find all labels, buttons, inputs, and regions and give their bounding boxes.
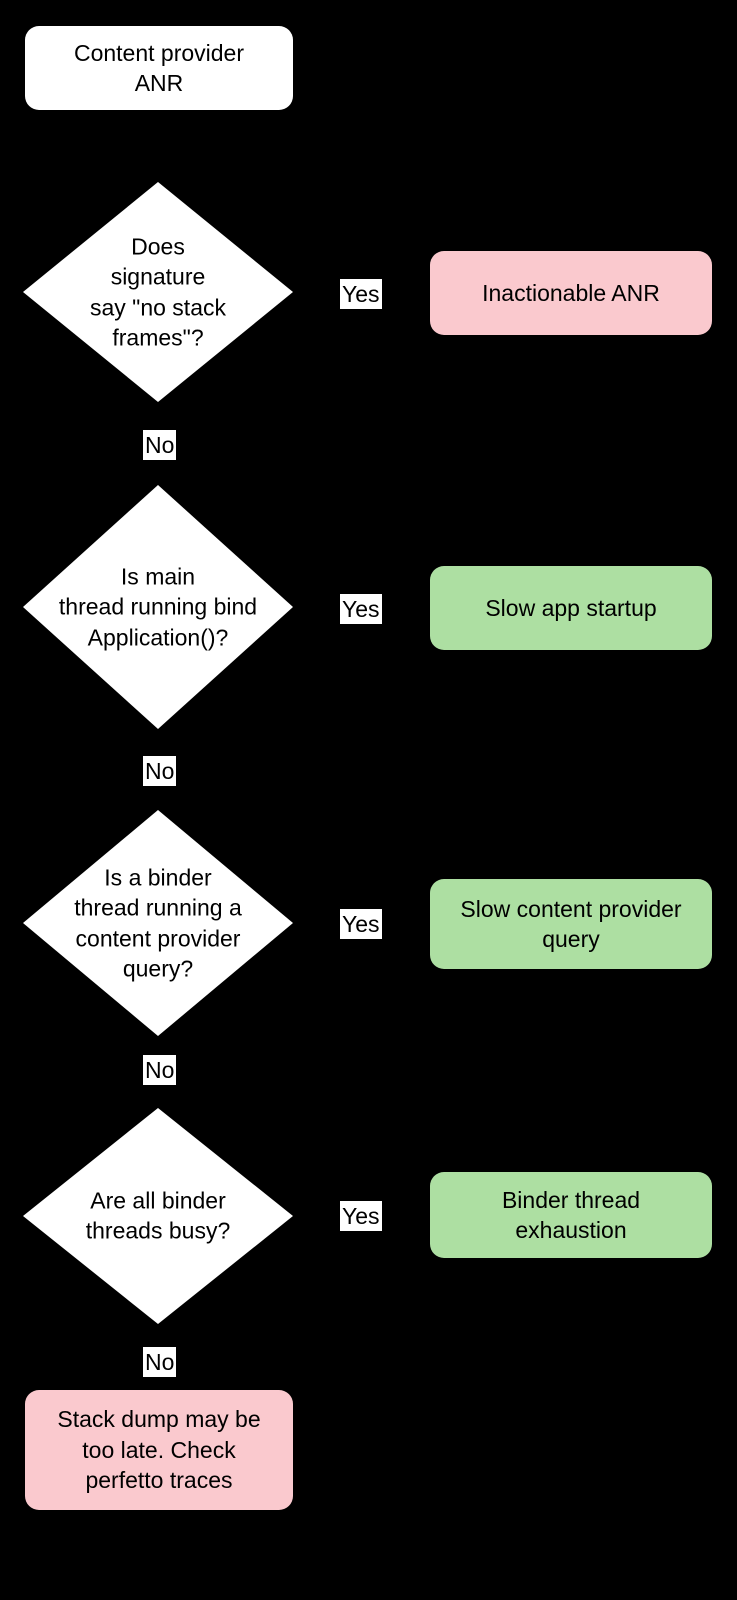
edge-label-no-1: No <box>143 430 177 461</box>
diamond-shape <box>23 810 293 1036</box>
decision-node-bind-application[interactable]: Is main thread running bind Application(… <box>23 485 293 729</box>
edge-label-yes-3: Yes <box>340 909 382 940</box>
diamond-shape <box>23 485 293 729</box>
diamond-shape <box>23 182 293 402</box>
decision-node-binder-thread-query[interactable]: Is a binder thread running a content pro… <box>23 810 293 1036</box>
edge-label-yes-4: Yes <box>340 1201 382 1232</box>
edge-label-no-3: No <box>143 1055 177 1086</box>
connector-start-to-decision-1 <box>157 110 159 185</box>
edge-label-yes-2: Yes <box>340 594 382 625</box>
start-node-content-provider-anr[interactable]: Content provider ANR <box>25 26 293 110</box>
diamond-shape <box>23 1108 293 1324</box>
edge-label-no-4: No <box>143 1347 177 1378</box>
outcome-node-binder-thread-exhaustion[interactable]: Binder thread exhaustion <box>430 1172 712 1258</box>
decision-node-binder-threads-busy[interactable]: Are all binder threads busy? <box>23 1108 293 1324</box>
outcome-node-stack-dump-too-late[interactable]: Stack dump may be too late. Check perfet… <box>25 1390 293 1510</box>
edge-label-yes-1: Yes <box>340 279 382 310</box>
decision-node-no-stack-frames[interactable]: Does signature say "no stack frames"? <box>23 182 293 402</box>
outcome-node-inactionable-anr[interactable]: Inactionable ANR <box>430 251 712 335</box>
edge-label-no-2: No <box>143 756 177 787</box>
outcome-node-slow-app-startup[interactable]: Slow app startup <box>430 566 712 650</box>
outcome-node-slow-content-provider-query[interactable]: Slow content provider query <box>430 879 712 969</box>
